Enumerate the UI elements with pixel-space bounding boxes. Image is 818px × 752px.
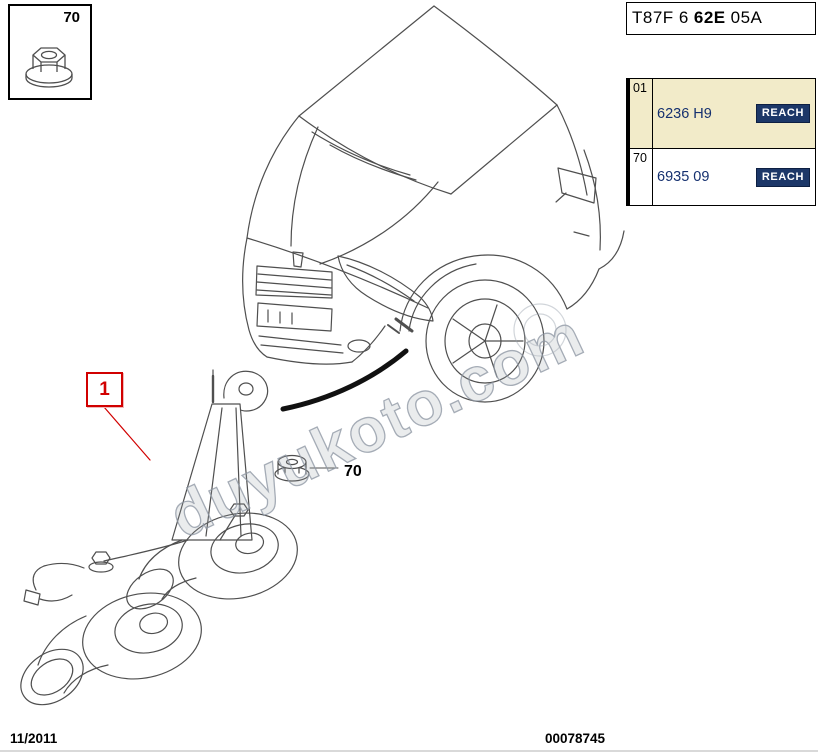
horn-assembly-illustration [20, 369, 298, 706]
parts-diagram: 70 duyukoto.com [20, 5, 625, 706]
part-row-index: 01 [630, 79, 653, 148]
part-number-link[interactable]: 6935 09 [657, 169, 710, 185]
callout-1[interactable]: 1 [86, 372, 123, 407]
legend-nut-box: 70 [8, 4, 92, 100]
parts-table: 01 6236 H9 REACH 70 6935 09 REACH [626, 78, 816, 206]
legend-nut-label: 70 [63, 9, 80, 26]
callout-70-label[interactable]: 70 [344, 463, 362, 480]
nut-illustration [274, 454, 339, 482]
drawing-number: 00078745 [545, 731, 606, 746]
reach-badge[interactable]: REACH [755, 104, 810, 123]
title-prefix: T87F 6 [632, 8, 689, 27]
part-number-link[interactable]: 6236 H9 [657, 105, 712, 122]
callout-1-leader-line [103, 406, 151, 461]
reach-badge[interactable]: REACH [755, 167, 810, 187]
bottom-divider [0, 750, 818, 752]
title-bold: 62E [693, 8, 726, 27]
edition-date: 11/2011 [10, 731, 58, 746]
part-row[interactable]: 70 6935 09 REACH [630, 149, 815, 205]
car-illustration [242, 5, 625, 403]
horn-location-leader-line [280, 348, 409, 412]
part-row-index: 70 [630, 149, 653, 205]
flanged-nut-icon [25, 47, 73, 88]
title-suffix: 05A [730, 8, 763, 27]
part-row[interactable]: 01 6236 H9 REACH [630, 79, 815, 149]
